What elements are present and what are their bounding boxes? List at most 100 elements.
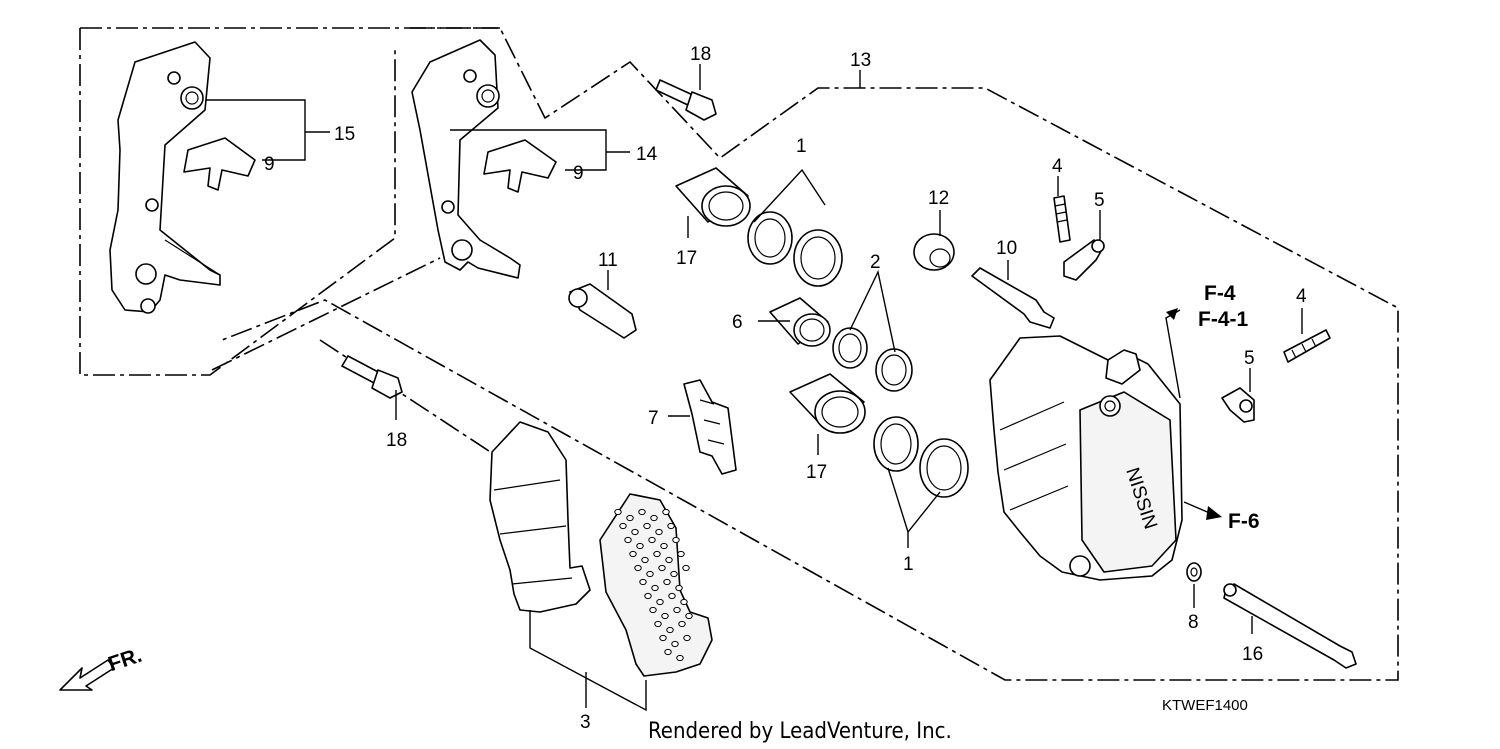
callout-1a: 1 (796, 136, 807, 157)
callout-12: 12 (928, 188, 949, 209)
pad-hole (636, 542, 644, 550)
pad-hole (641, 556, 649, 564)
pad-hole (648, 536, 656, 544)
callout-9b: 9 (573, 163, 584, 184)
callout-numbers: 15 9 14 9 18 18 13 1 2 1 17 6 17 11 7 12… (264, 44, 1307, 733)
pad-hole (660, 542, 668, 550)
plug-12[interactable] (913, 233, 955, 271)
bolt-18-left[interactable] (341, 355, 403, 399)
pad-hole (663, 578, 671, 586)
reference-arrows (1165, 308, 1222, 520)
pad-hole (658, 564, 666, 572)
piston-17-lower[interactable] (789, 373, 866, 434)
pad-hole (676, 654, 684, 662)
pad-hole (651, 584, 659, 592)
brake-pad-3-left[interactable] (489, 421, 591, 613)
pad-hole (655, 528, 663, 536)
pad-hole (646, 570, 654, 578)
pad-hole (678, 620, 686, 628)
pad-hole (662, 508, 670, 516)
callout-13: 13 (850, 50, 871, 71)
reference-f4: F-4 (1204, 282, 1236, 305)
pad-hole (667, 522, 675, 530)
piston-6[interactable] (769, 297, 831, 347)
callout-11: 11 (598, 250, 618, 271)
reference-f6: F-6 (1228, 510, 1260, 533)
bleeder-screw-4-right[interactable] (1283, 329, 1331, 363)
callout-8: 8 (1188, 612, 1199, 633)
pad-hole (624, 536, 632, 544)
piston-seals-2[interactable] (832, 327, 913, 392)
caliper-bracket-14[interactable] (411, 39, 521, 279)
pad-hole (668, 592, 676, 600)
pad-spring-9a[interactable] (183, 137, 256, 191)
pad-hole (614, 508, 622, 516)
piston-17-upper[interactable] (675, 167, 751, 227)
pad-hole (670, 570, 678, 578)
pad-hole (673, 606, 681, 614)
pad-hole (661, 612, 669, 620)
footer-credit: Rendered by LeadVenture, Inc. (648, 719, 952, 744)
callout-4a: 4 (1052, 156, 1063, 177)
pad-hole (644, 592, 652, 600)
pad-hole (685, 612, 693, 620)
pad-hole (638, 508, 646, 516)
washer-8[interactable] (1186, 562, 1202, 582)
pad-hole (659, 634, 667, 642)
pin-16[interactable] (1223, 583, 1357, 669)
callout-3: 3 (580, 712, 591, 733)
pad-hole (650, 514, 658, 522)
pad-hole (634, 564, 642, 572)
pad-hole (671, 640, 679, 648)
callout-2: 2 (870, 252, 881, 273)
cap-5-right[interactable] (1221, 387, 1255, 423)
caliper-body[interactable]: NISSIN (989, 335, 1183, 581)
pad-hole (649, 606, 657, 614)
pad-hole (639, 578, 647, 586)
callout-17a: 17 (676, 248, 697, 269)
callout-18a: 18 (690, 44, 711, 65)
brake-pad-3-right[interactable] (599, 493, 713, 677)
cap-5-top[interactable] (1063, 239, 1105, 281)
callout-5a: 5 (1094, 190, 1105, 211)
assembly-boundaries (79, 27, 1399, 681)
pad-hole (683, 634, 691, 642)
pin-10[interactable] (971, 267, 1055, 329)
caliper-bracket-15[interactable] (109, 41, 221, 314)
callout-4b: 4 (1296, 286, 1307, 307)
pad-pin-11[interactable] (568, 283, 637, 339)
callout-5b: 5 (1244, 348, 1255, 369)
callout-14: 14 (636, 144, 658, 165)
callout-9a: 9 (264, 154, 275, 175)
piston-seals-1-lower[interactable] (873, 416, 969, 498)
pad-hole (654, 620, 662, 628)
pad-hole (665, 556, 673, 564)
pad-hole (626, 514, 634, 522)
front-direction-arrow: FR. (59, 644, 145, 691)
callout-18b: 18 (386, 430, 407, 451)
pad-hole (672, 536, 680, 544)
bolt-18-top[interactable] (655, 79, 717, 121)
callout-10: 10 (996, 238, 1017, 259)
diagram-code: KTWEF1400 (1162, 697, 1248, 714)
callout-17b: 17 (806, 462, 827, 483)
pad-hole (653, 550, 661, 558)
pad-hole (682, 564, 690, 572)
callout-7: 7 (648, 408, 659, 429)
pad-friction-holes (614, 508, 693, 662)
pad-hole (675, 584, 683, 592)
pad-hole (631, 528, 639, 536)
callout-15: 15 (334, 124, 355, 145)
pad-spring-9b[interactable] (483, 139, 557, 193)
pad-spring-plate-7[interactable] (683, 379, 737, 475)
callout-1b: 1 (903, 554, 914, 575)
piston-seals-1-upper[interactable] (747, 211, 843, 287)
pad-hole (619, 522, 627, 530)
pad-hole (656, 598, 664, 606)
callout-6: 6 (732, 312, 743, 333)
pad-hole (664, 648, 672, 656)
pad-hole (666, 626, 674, 634)
bleeder-screw-4-top[interactable] (1053, 195, 1071, 243)
